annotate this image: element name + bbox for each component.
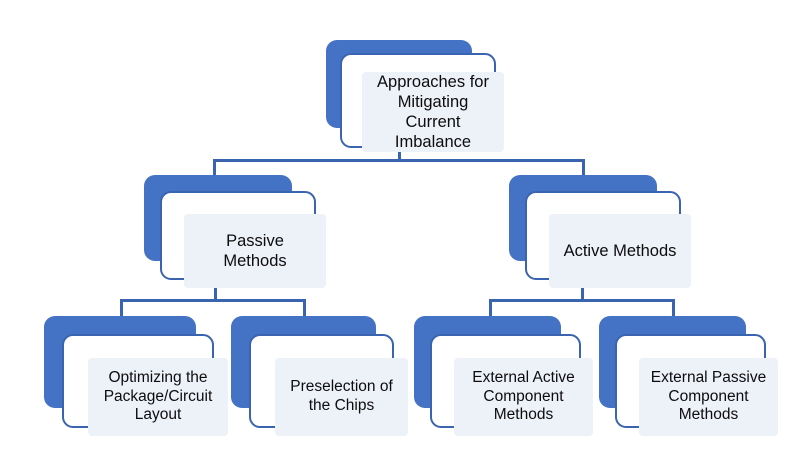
node-external-active-component[interactable]: External Active Component Methods (414, 316, 593, 436)
node-passive-methods[interactable]: Passive Methods (144, 175, 326, 288)
node-active-methods[interactable]: Active Methods (509, 175, 691, 288)
connector-level2-left-drop (213, 159, 216, 178)
node-external-passive-component-inner: External Passive Component Methods (639, 358, 778, 436)
node-active-methods-label: Active Methods (563, 241, 677, 260)
node-root-inner: Approaches for Mitigating Current Imbala… (362, 72, 504, 152)
node-preselection-chips-label: Preselection of the Chips (290, 378, 393, 414)
connector-level2-right-drop (582, 159, 585, 178)
node-external-active-component-inner: External Active Component Methods (454, 358, 593, 436)
node-preselection-chips-card[interactable]: Preselection of the Chips (249, 334, 408, 436)
node-external-passive-component-card[interactable]: External Passive Component Methods (615, 334, 778, 436)
node-active-methods-card[interactable]: Active Methods (525, 191, 691, 288)
connector-active-stem (581, 277, 584, 302)
node-external-active-component-label: External Active Component Methods (472, 368, 575, 424)
connector-level2-bar (213, 159, 585, 162)
node-preselection-chips[interactable]: Preselection of the Chips (231, 316, 408, 436)
node-optimizing-layout-label: Optimizing the Package/Circuit Layout (103, 368, 213, 424)
node-passive-methods-card[interactable]: Passive Methods (160, 191, 326, 288)
node-optimizing-layout-card[interactable]: Optimizing the Package/Circuit Layout (62, 334, 228, 436)
connector-active-bar (489, 299, 675, 302)
node-passive-methods-inner: Passive Methods (184, 214, 326, 288)
node-external-passive-component-label: External Passive Component Methods (650, 368, 767, 424)
node-root-label: Approaches for Mitigating Current Imbala… (377, 72, 489, 152)
connector-active-left-drop (489, 299, 492, 319)
connector-passive-stem (214, 277, 217, 302)
node-external-passive-component[interactable]: External Passive Component Methods (599, 316, 778, 436)
connector-passive-left-drop (120, 299, 123, 319)
node-optimizing-layout-inner: Optimizing the Package/Circuit Layout (88, 358, 228, 436)
connector-root-stem (398, 145, 401, 162)
connector-passive-right-drop (303, 299, 306, 319)
node-root-card[interactable]: Approaches for Mitigating Current Imbala… (340, 53, 504, 152)
connector-passive-bar (120, 299, 306, 302)
node-external-active-component-card[interactable]: External Active Component Methods (430, 334, 593, 436)
node-optimizing-layout[interactable]: Optimizing the Package/Circuit Layout (44, 316, 228, 436)
node-preselection-chips-inner: Preselection of the Chips (275, 358, 408, 436)
node-passive-methods-label: Passive Methods (223, 231, 287, 270)
node-root[interactable]: Approaches for Mitigating Current Imbala… (326, 40, 504, 152)
connector-active-right-drop (672, 299, 675, 319)
node-active-methods-inner: Active Methods (549, 214, 691, 288)
